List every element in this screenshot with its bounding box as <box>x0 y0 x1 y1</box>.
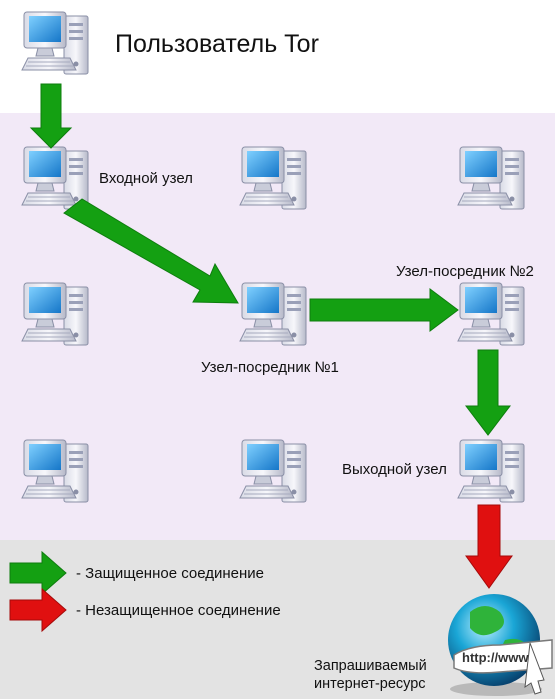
relay1-computer-icon <box>239 282 307 346</box>
idle-node-computer-icon <box>21 282 89 346</box>
idle-node-computer-icon <box>239 439 307 503</box>
resource-label-line2: интернет-ресурс <box>314 676 426 692</box>
legend-insecure-label: - Незащищенное соединение <box>76 602 281 619</box>
secure-arrow-relay1-to-relay2 <box>309 288 459 332</box>
relay2-node-label: Узел-посредник №2 <box>396 263 534 280</box>
entry-node-label: Входной узел <box>99 170 193 187</box>
idle-node-computer-icon <box>239 146 307 210</box>
idle-node-computer-icon <box>457 146 525 210</box>
url-label: http://www <box>462 650 529 665</box>
secure-arrow-user-to-entry <box>29 83 73 149</box>
legend-insecure-arrow <box>9 587 67 633</box>
page-title: Пользователь Tor <box>115 30 319 58</box>
legend-secure-arrow <box>9 550 67 596</box>
insecure-arrow-exit-to-resource <box>465 504 513 589</box>
internet-globe-icon <box>448 594 553 696</box>
relay1-node-label: Узел-посредник №1 <box>201 359 339 376</box>
exit-node-computer-icon <box>457 439 525 503</box>
relay2-computer-icon <box>457 282 525 346</box>
legend-secure-label: - Защищенное соединение <box>76 565 265 582</box>
idle-node-computer-icon <box>21 439 89 503</box>
user-computer-icon <box>21 11 89 75</box>
exit-node-label: Выходной узел <box>342 461 447 478</box>
entry-node-computer-icon <box>21 146 89 210</box>
secure-arrow-relay2-to-exit <box>464 349 512 436</box>
user-zone <box>0 0 555 113</box>
secure-arrow-entry-to-relay1 <box>63 198 239 304</box>
resource-label-line1: Запрашиваемый <box>314 658 427 674</box>
